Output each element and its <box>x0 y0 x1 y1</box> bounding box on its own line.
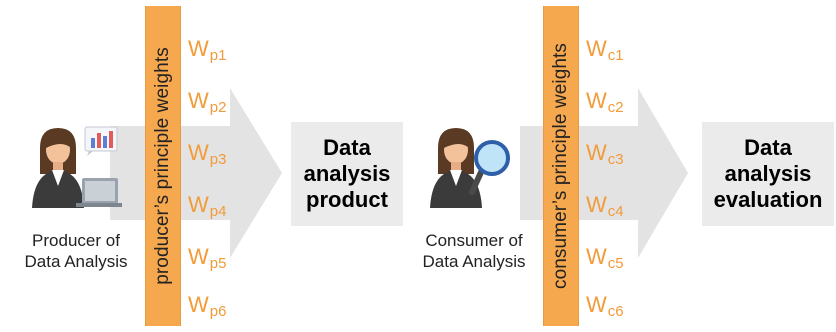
weight-symbol: W <box>188 244 209 269</box>
weight-index: p3 <box>209 151 227 168</box>
weight-symbol: W <box>586 292 607 317</box>
product-box: Data analysis product <box>291 122 403 226</box>
weight-symbol: W <box>586 88 607 113</box>
producer-caption-line: Data Analysis <box>24 252 128 272</box>
evaluation-line: Data <box>744 135 792 161</box>
evaluation-box: Data analysis evaluation <box>702 122 834 226</box>
product-line: product <box>306 186 388 212</box>
consumer-caption-line: Consumer of <box>425 231 523 250</box>
weight-symbol: W <box>188 292 209 317</box>
producer-weights-label: producer’s principle weights <box>152 47 173 285</box>
weight-symbol: W <box>586 140 607 165</box>
producer-caption: Producer of Data Analysis <box>6 230 146 273</box>
magnifier-woman-icon <box>430 128 510 208</box>
weight-symbol: W <box>586 244 607 269</box>
weight-index: c2 <box>607 99 624 116</box>
consumer-weights-label: consumer’s principle weights <box>550 42 571 290</box>
consumer-weight: Wc3 <box>586 140 624 168</box>
weight-index: c6 <box>607 303 624 320</box>
evaluation-line: evaluation <box>713 186 823 212</box>
producer-weight: Wp4 <box>188 192 226 220</box>
weight-index: p4 <box>209 203 227 220</box>
weight-index: p5 <box>209 255 227 272</box>
weight-symbol: W <box>586 192 607 217</box>
weight-symbol: W <box>188 192 209 217</box>
consumer-weights-bar: consumer’s principle weights <box>543 6 579 326</box>
weight-index: p6 <box>209 303 227 320</box>
weight-symbol: W <box>188 140 209 165</box>
producer-weight: Wp1 <box>188 36 226 64</box>
weight-index: c3 <box>607 151 624 168</box>
producer-weight: Wp2 <box>188 88 226 116</box>
analyst-woman-icon <box>32 128 122 208</box>
producer-weight: Wp6 <box>188 292 226 320</box>
producer-caption-line: Producer of <box>32 231 120 250</box>
producer-weight: Wp5 <box>188 244 226 272</box>
weight-index: c5 <box>607 255 624 272</box>
consumer-weight: Wc6 <box>586 292 624 320</box>
weight-symbol: W <box>586 36 607 61</box>
product-line: analysis <box>303 161 391 187</box>
weight-index: c1 <box>607 47 624 64</box>
consumer-weight: Wc2 <box>586 88 624 116</box>
weight-index: p2 <box>209 99 227 116</box>
consumer-weight: Wc4 <box>586 192 624 220</box>
consumer-caption: Consumer of Data Analysis <box>404 230 544 273</box>
consumer-weight: Wc5 <box>586 244 624 272</box>
consumer-weight: Wc1 <box>586 36 624 64</box>
consumer-caption-line: Data Analysis <box>422 252 526 272</box>
producer-weights-bar: producer’s principle weights <box>145 6 181 326</box>
evaluation-line: analysis <box>724 161 812 187</box>
weight-index: p1 <box>209 47 227 64</box>
weight-symbol: W <box>188 36 209 61</box>
producer-weight: Wp3 <box>188 140 226 168</box>
bar-chart-icon <box>84 126 118 156</box>
product-line: Data <box>323 135 371 161</box>
weight-index: c4 <box>607 203 624 220</box>
weight-symbol: W <box>188 88 209 113</box>
